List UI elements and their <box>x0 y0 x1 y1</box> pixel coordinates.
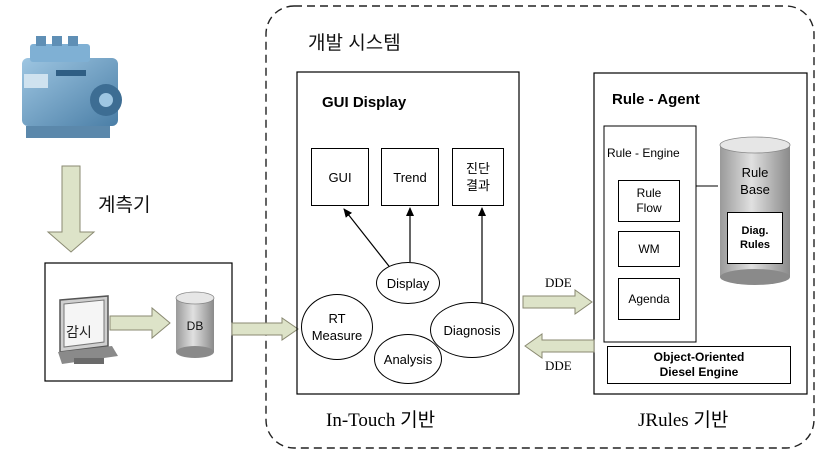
intouch-footer: In-Touch 기반 <box>326 410 436 431</box>
agenda-box: Agenda <box>618 278 680 320</box>
diagnosis-label: Diagnosis <box>443 322 501 338</box>
dde-top-label: DDE <box>545 275 572 290</box>
ood-line1: Object-Oriented <box>653 350 745 364</box>
agenda-label: Agenda <box>628 292 670 306</box>
monitor-db-box <box>44 262 233 382</box>
trend-box: Trend <box>381 148 439 206</box>
diag-rules-line2: Rules <box>740 239 770 251</box>
rule-engine-title: Rule - Engine <box>607 146 680 160</box>
wm-label: WM <box>638 242 660 256</box>
diagnosis-oval: Diagnosis <box>430 302 514 358</box>
dev-system-boundary <box>265 5 815 449</box>
rule-base-line2: Base <box>740 182 770 197</box>
gui-box: GUI <box>311 148 369 206</box>
db-to-gui-arrow <box>231 317 299 341</box>
trend-box-label: Trend <box>393 169 427 185</box>
down-arrow <box>46 165 96 253</box>
rt-measure-line2: Measure <box>311 328 363 343</box>
jrules-footer: JRules 기반 <box>638 410 729 431</box>
rule-agent-frame <box>593 72 808 395</box>
wm-box: WM <box>618 231 680 267</box>
monitor-icon <box>58 295 118 364</box>
display-to-gui-arrow <box>343 208 393 271</box>
gui-display-title: GUI Display <box>322 94 407 111</box>
dde-left-arrow <box>524 333 595 359</box>
ood-line2: Diesel Engine <box>659 365 739 379</box>
dev-system-title: 개발 시스템 <box>308 33 401 54</box>
rule-flow-box: Rule Flow <box>618 180 680 222</box>
rule-engine-frame <box>603 125 697 343</box>
gui-box-label: GUI <box>328 169 352 185</box>
rule-agent-title: Rule - Agent <box>612 91 700 108</box>
rule-flow-line1: Rule <box>636 186 662 200</box>
measurement-label: 계측기 <box>98 195 151 216</box>
rt-measure-oval: RT Measure <box>301 294 373 360</box>
rule-base-label: Rule Base <box>730 164 780 198</box>
dde-bottom-label: DDE <box>545 358 572 373</box>
diag-rules-line1: Diag. <box>741 225 769 237</box>
diagnosis-result-line1: 진단 <box>466 161 490 176</box>
monitor-label: 감시 <box>66 324 92 340</box>
gui-display-frame <box>296 71 520 395</box>
diesel-engine-icon <box>22 36 122 138</box>
diagnosis-result-box: 진단 결과 <box>452 148 504 206</box>
display-label: Display <box>386 275 430 291</box>
db-cylinder-icon <box>175 291 215 358</box>
dde-right-arrow <box>522 289 593 315</box>
diagnosis-result-line2: 결과 <box>466 178 490 193</box>
rule-base-line1: Rule <box>741 165 769 180</box>
rule-flow-line2: Flow <box>636 201 662 215</box>
analysis-label: Analysis <box>383 351 433 367</box>
display-oval: Display <box>376 262 440 304</box>
rt-measure-line1: RT <box>328 311 346 326</box>
analysis-oval: Analysis <box>374 334 442 384</box>
object-oriented-diesel-engine-box: Object-Oriented Diesel Engine <box>607 346 791 384</box>
monitor-db-arrow <box>109 306 171 340</box>
diag-rules-box: Diag. Rules <box>727 212 783 264</box>
db-label: DB <box>186 319 204 333</box>
